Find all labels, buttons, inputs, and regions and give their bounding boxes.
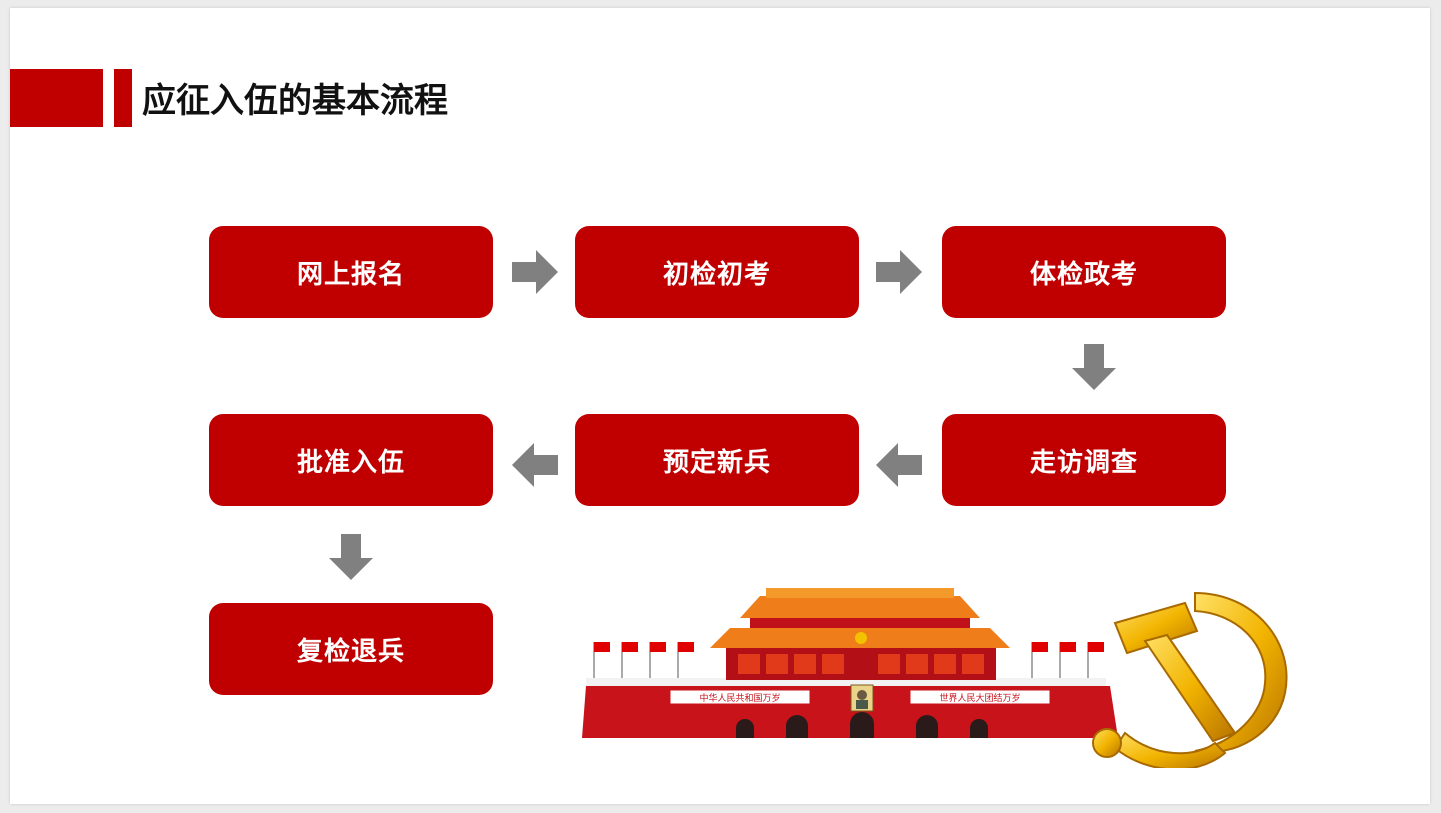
arrow-down-icon bbox=[1072, 344, 1116, 390]
flag-icon bbox=[1031, 642, 1104, 678]
hammer-sickle-icon bbox=[1092, 591, 1288, 771]
arrow-left-icon bbox=[876, 443, 922, 487]
arrow-down-icon bbox=[329, 534, 373, 580]
page-title: 应征入伍的基本流程 bbox=[142, 81, 448, 121]
step-initial-check: 初检初考 bbox=[575, 226, 859, 318]
svg-text:中华人民共和国万岁: 中华人民共和国万岁 bbox=[699, 692, 780, 704]
title-bar-accent bbox=[114, 69, 132, 127]
arrow-right-icon bbox=[876, 250, 922, 294]
arrow-right-icon bbox=[512, 250, 558, 294]
step-physical-political: 体检政考 bbox=[942, 226, 1226, 318]
step-approve-enlist: 批准入伍 bbox=[209, 414, 493, 506]
svg-text:世界人民大团结万岁: 世界人民大团结万岁 bbox=[939, 692, 1020, 704]
step-preselect-recruits: 预定新兵 bbox=[575, 414, 859, 506]
step-home-visit: 走访调查 bbox=[942, 414, 1226, 506]
step-online-registration: 网上报名 bbox=[209, 226, 493, 318]
title-bar-block bbox=[10, 69, 103, 127]
tiananmen-illustration: 中华人民共和国万岁 世界人民大团结万岁 bbox=[570, 568, 1310, 771]
arrow-left-icon bbox=[512, 443, 558, 487]
step-recheck-discharge: 复检退兵 bbox=[209, 603, 493, 695]
flag-icon bbox=[593, 642, 694, 678]
slide: 应征入伍的基本流程 网上报名 初检初考 体检政考 走访调查 预定新兵 批准入伍 … bbox=[10, 8, 1430, 804]
